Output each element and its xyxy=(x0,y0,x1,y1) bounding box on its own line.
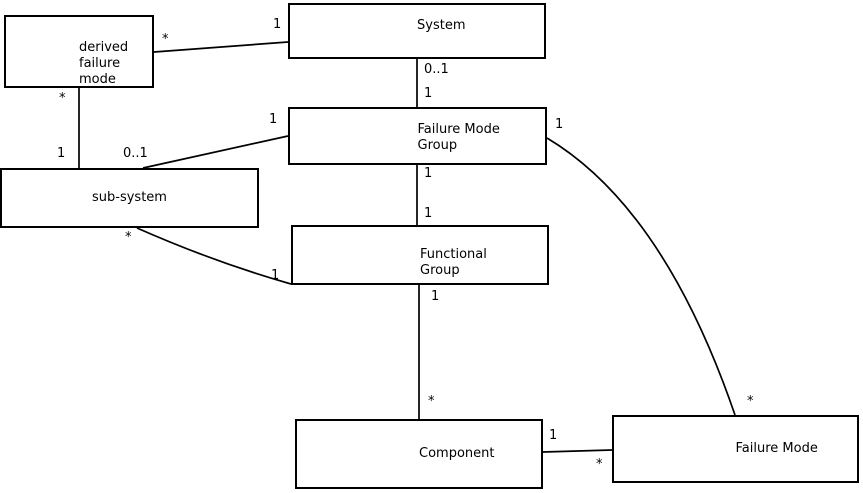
node-sub-system-label: sub-system xyxy=(92,190,167,205)
node-functional-group: Functional Group xyxy=(291,225,549,285)
multiplicity-failure-mode-left: * xyxy=(596,457,603,472)
multiplicity-sub-system-top-right: 0..1 xyxy=(123,146,148,161)
multiplicity-functional-group-top: 1 xyxy=(424,206,433,221)
multiplicity-component-top: * xyxy=(428,394,435,409)
node-component-label: Component xyxy=(419,446,495,461)
multiplicity-system-end: 1 xyxy=(273,17,282,32)
multiplicity-failure-mode-group-left: 1 xyxy=(269,112,278,127)
node-system-label: System xyxy=(417,18,466,33)
node-system: System xyxy=(288,3,546,59)
edge-failure-mode-group-sub-system-line xyxy=(142,135,289,169)
multiplicity-sub-system-bottom: * xyxy=(125,230,132,245)
edge-system-derived-failure-mode-line xyxy=(153,41,289,53)
node-failure-mode-label: Failure Mode xyxy=(735,441,818,456)
edge-component-failure-mode-line xyxy=(542,449,613,453)
edge-sub-system-functional-group-line xyxy=(136,227,292,285)
multiplicity-functional-group-left: 1 xyxy=(271,268,280,283)
multiplicity-component-right: 1 xyxy=(549,428,558,443)
multiplicity-functional-group-bottom: 1 xyxy=(431,289,440,304)
node-derived-failure-mode-label: derived failure mode xyxy=(79,39,129,87)
multiplicity-sub-system-top-left: 1 xyxy=(57,146,66,161)
multiplicity-failure-mode-group-right: 1 xyxy=(555,117,564,132)
multiplicity-system-bottom: 0..1 xyxy=(424,62,449,77)
edge-failure-mode-group-failure-mode-line xyxy=(546,137,736,416)
multiplicity-failure-mode-top: * xyxy=(747,394,754,409)
node-functional-group-label: Functional Group xyxy=(420,247,487,278)
node-derived-failure-mode: derived failure mode xyxy=(4,15,154,88)
multiplicity-derived-failure-mode-bottom: * xyxy=(59,91,66,106)
node-failure-mode: Failure Mode xyxy=(612,415,859,483)
node-component: Component xyxy=(295,419,543,489)
node-failure-mode-group-label: Failure Mode Group xyxy=(417,122,500,153)
multiplicity-failure-mode-group-top: 1 xyxy=(424,86,433,101)
multiplicity-derived-failure-mode-end: * xyxy=(162,32,169,47)
node-sub-system: sub-system xyxy=(0,168,259,228)
node-failure-mode-group: Failure Mode Group xyxy=(288,107,547,165)
multiplicity-failure-mode-group-bottom: 1 xyxy=(424,166,433,181)
